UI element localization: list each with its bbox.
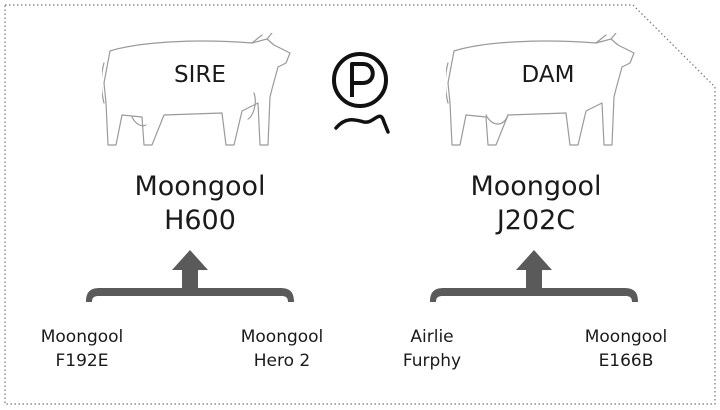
- polled-p-icon: [332, 52, 390, 134]
- sire-bull-icon: [102, 33, 291, 146]
- sire-parents-bracket: [86, 250, 294, 302]
- dam-cow-icon: [446, 33, 635, 146]
- dam-parent-right-line1: Moongool: [584, 327, 668, 347]
- sire-name-line2: H600: [164, 205, 236, 236]
- sire-tag: SIRE: [174, 62, 226, 88]
- dam-parents-bracket: [430, 250, 638, 302]
- dam-parent-left: Airlie Furphy: [372, 325, 492, 373]
- sire-parent-left-line2: F192E: [55, 351, 109, 371]
- dam-name-line2: J202C: [496, 205, 576, 236]
- dam-parent-right: Moongool E166B: [566, 325, 686, 373]
- sire-parent-left-line1: Moongool: [40, 327, 124, 347]
- sire-name: Moongool H600: [80, 170, 320, 238]
- dam-parent-left-line1: Airlie: [410, 327, 454, 347]
- sire-parent-right: Moongool Hero 2: [222, 325, 342, 373]
- dam-parent-right-line2: E166B: [598, 351, 654, 371]
- sire-parent-right-line2: Hero 2: [253, 351, 311, 371]
- dam-tag: DAM: [521, 62, 575, 88]
- dam-name-line1: Moongool: [470, 171, 602, 202]
- sire-parent-left: Moongool F192E: [22, 325, 142, 373]
- dam-name: Moongool J202C: [416, 170, 656, 238]
- sire-parent-right-line1: Moongool: [240, 327, 324, 347]
- sire-name-line1: Moongool: [134, 171, 266, 202]
- dam-parent-left-line2: Furphy: [402, 351, 462, 371]
